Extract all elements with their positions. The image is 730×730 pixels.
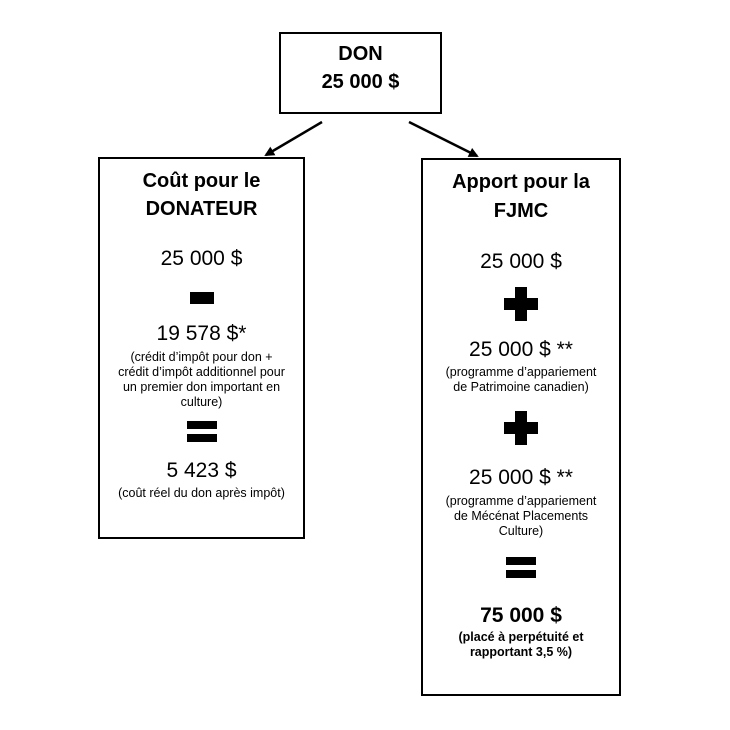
donor-title-line2: DONATEUR [145, 198, 258, 220]
donor-amount1: 25 000 $ [160, 247, 243, 270]
donor-amount2-note: (crédit d’impôt pour don + crédit d’impô… [100, 350, 303, 410]
arrow-to-donor [264, 120, 323, 157]
donor-note-line: un premier don important en [122, 380, 281, 394]
fjmc-result-note-line: (placé à perpétuité et [458, 630, 584, 644]
don-title: DON [338, 43, 383, 65]
fjmc-result: 75 000 $ [480, 604, 562, 627]
fjmc-result-note: (placé à perpétuité et rapportant 3,5 %) [423, 630, 619, 660]
plus-sign [504, 411, 538, 445]
donor-title-line1: Coût pour le [142, 170, 261, 192]
fjmc-note-line: Culture) [498, 524, 544, 538]
fjmc-amount1: 25 000 $ [480, 250, 562, 273]
donor-result: 5 423 $ [166, 459, 237, 482]
fjmc-note-line: de Mécénat Placements [453, 509, 589, 523]
donor-note-line: crédit d’impôt additionnel pour [118, 365, 285, 379]
donor-amount2: 19 578 $* [156, 322, 247, 345]
fjmc-result-note-line: rapportant 3,5 %) [469, 645, 573, 659]
donor-note-line: (crédit d’impôt pour don + [130, 350, 273, 364]
fjmc-contribution-box: Apport pour la FJMC 25 000 $ 25 000 $ **… [421, 158, 621, 696]
fjmc-amount3: 25 000 $ ** [469, 466, 573, 489]
fjmc-amount2: 25 000 $ ** [469, 338, 573, 361]
fjmc-amount2-note: (programme d’appariement de Patrimoine c… [423, 365, 619, 395]
fjmc-title-line2: FJMC [493, 200, 549, 222]
don-box: DON 25 000 $ [279, 32, 442, 114]
fjmc-note-line: (programme d’appariement [445, 494, 597, 508]
fjmc-note-line: de Patrimoine canadien) [453, 380, 589, 394]
fjmc-amount3-note: (programme d’appariement de Mécénat Plac… [423, 494, 619, 539]
donor-result-note: (coût réel du don après impôt) [118, 486, 285, 500]
don-amount: 25 000 $ [321, 71, 400, 93]
donor-cost-box: Coût pour le DONATEUR 25 000 $ 19 578 $*… [98, 157, 305, 539]
donor-note-line: culture) [180, 395, 223, 409]
arrow-to-fjmc [408, 120, 479, 158]
equals-sign [506, 557, 536, 578]
minus-sign [189, 292, 214, 304]
plus-sign [504, 287, 538, 321]
equals-sign [186, 421, 217, 442]
fjmc-note-line: (programme d’appariement [445, 365, 597, 379]
fjmc-title-line1: Apport pour la [452, 171, 590, 193]
